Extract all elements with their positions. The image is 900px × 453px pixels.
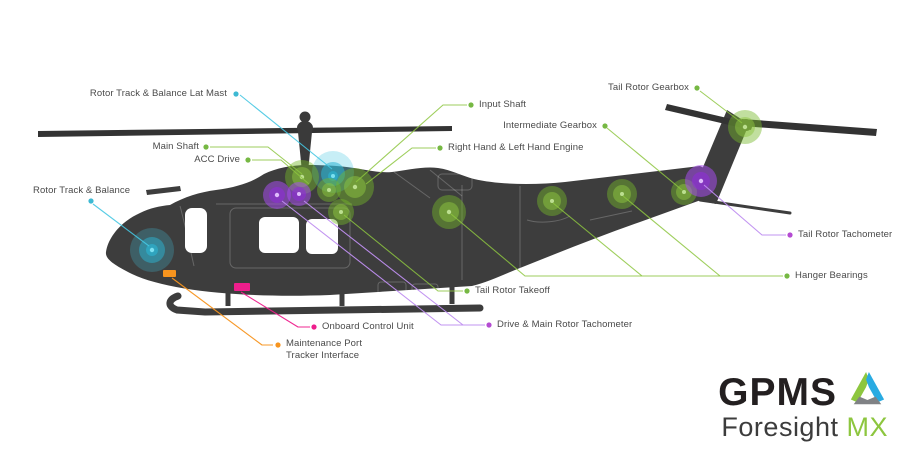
leader-input-shaft bbox=[355, 104, 467, 183]
rotor-hub bbox=[297, 121, 313, 135]
dot-onboard-control-unit bbox=[311, 324, 317, 330]
label-maintenance-port-tracker-interface: Maintenance Port Tracker Interface bbox=[286, 338, 362, 362]
dot-tail-rotor-gearbox bbox=[694, 85, 700, 91]
logo-product-row: Foresight MX bbox=[718, 413, 888, 441]
label-dots bbox=[88, 85, 793, 348]
leader-acc-drive bbox=[252, 159, 310, 185]
label-input-shaft: Input Shaft bbox=[479, 99, 527, 110]
main-rotor-blade bbox=[38, 126, 452, 137]
label-acc-drive: ACC Drive bbox=[194, 154, 240, 165]
label-hanger-bearings: Hanger Bearings bbox=[795, 270, 868, 281]
cabin-window-2 bbox=[306, 219, 338, 254]
leader-tail-rotor-gearbox bbox=[699, 90, 743, 124]
leader-engine bbox=[365, 147, 436, 185]
label-maintenance-port-line2: Tracker Interface bbox=[286, 350, 360, 361]
dot-intermediate-gearbox bbox=[602, 123, 608, 129]
leader-onboard-control-unit bbox=[240, 291, 310, 328]
logo-product-text: Foresight bbox=[721, 412, 839, 442]
logo-top-row: GPMS bbox=[718, 371, 888, 414]
door-window bbox=[185, 208, 207, 253]
leader-tail-rotor-takeoff bbox=[343, 214, 463, 292]
logo-suffix-text: MX bbox=[846, 412, 888, 442]
leader-hanger-bearings-3 bbox=[622, 195, 721, 277]
label-drive-main-rotor-tachometer: Drive & Main Rotor Tachometer bbox=[497, 319, 633, 330]
leader-drive-main-tach-b bbox=[303, 200, 464, 326]
dot-engine bbox=[437, 145, 443, 151]
sensor-highlight-takeoff bbox=[328, 199, 354, 225]
sensor-highlight-engine bbox=[432, 195, 466, 229]
sensor-highlight-nose-rtb bbox=[130, 228, 174, 272]
dot-input-shaft bbox=[468, 102, 474, 108]
leader-intermediate-gearbox bbox=[606, 127, 683, 191]
tail-rotor-blade-right bbox=[741, 119, 877, 136]
skid-struts bbox=[225, 284, 455, 306]
leader-rtb bbox=[92, 203, 150, 247]
label-intermediate-gearbox: Intermediate Gearbox bbox=[503, 120, 597, 131]
leader-rtb-lat-mast bbox=[239, 94, 333, 170]
leader-hanger-bearings-main bbox=[450, 213, 783, 277]
dot-rtb bbox=[88, 198, 94, 204]
rotor-hub-top bbox=[299, 111, 311, 123]
dot-rtb-lat-mast bbox=[233, 91, 239, 97]
leader-lines bbox=[92, 90, 786, 346]
label-tail-rotor-takeoff: Tail Rotor Takeoff bbox=[475, 285, 550, 296]
label-tail-rotor-tachometer: Tail Rotor Tachometer bbox=[798, 229, 893, 240]
panel-lines bbox=[179, 169, 633, 297]
leader-main-shaft bbox=[210, 146, 303, 175]
sensor-highlight-tail-rotor-gearbox bbox=[728, 110, 762, 144]
sensor-highlight-drive-tach bbox=[287, 182, 311, 206]
maintenance-port-marker bbox=[163, 270, 176, 277]
leader-tail-rotor-tach bbox=[703, 184, 786, 236]
tail-stinger bbox=[698, 198, 792, 215]
label-maintenance-port-line1: Maintenance Port bbox=[286, 338, 363, 349]
cabin-window-1 bbox=[259, 217, 299, 253]
leader-maintenance-port bbox=[171, 277, 273, 346]
landing-skid bbox=[166, 292, 484, 316]
sensor-highlight-input-shaft bbox=[336, 168, 374, 206]
logo-brand-text: GPMS bbox=[718, 371, 837, 414]
helicopter-silhouette bbox=[38, 104, 877, 316]
dot-maintenance-port bbox=[275, 342, 281, 348]
gpms-rotor-triangle-icon bbox=[850, 371, 885, 405]
rotor-mast bbox=[298, 132, 312, 172]
fuselage bbox=[105, 165, 713, 296]
dot-hanger-bearings bbox=[784, 273, 790, 279]
leader-drive-main-tach-a bbox=[281, 200, 485, 326]
tail-rotor-blade-left bbox=[665, 104, 753, 130]
onboard-control-unit-marker bbox=[234, 283, 250, 291]
label-onboard-control-unit: Onboard Control Unit bbox=[322, 321, 414, 332]
dot-tail-rotor-tach bbox=[787, 232, 793, 238]
pitot-tube bbox=[146, 186, 181, 195]
label-right-left-hand-engine: Right Hand & Left Hand Engine bbox=[448, 142, 584, 153]
label-rotor-track-balance-lat-mast: Rotor Track & Balance Lat Mast bbox=[89, 88, 227, 99]
label-main-shaft: Main Shaft bbox=[152, 141, 199, 152]
dot-tail-rotor-takeoff bbox=[464, 288, 470, 294]
sensor-highlight-acc-drive bbox=[317, 178, 341, 202]
dot-main-shaft bbox=[203, 144, 209, 150]
label-rotor-track-balance: Rotor Track & Balance bbox=[33, 185, 131, 196]
leader-hanger-bearings-2 bbox=[552, 202, 643, 277]
dot-acc-drive bbox=[245, 157, 251, 163]
gpms-foresight-mx-logo: GPMS Foresight MX bbox=[718, 371, 888, 441]
label-tail-rotor-gearbox: Tail Rotor Gearbox bbox=[607, 82, 689, 93]
dot-drive-main-tach bbox=[486, 322, 492, 328]
